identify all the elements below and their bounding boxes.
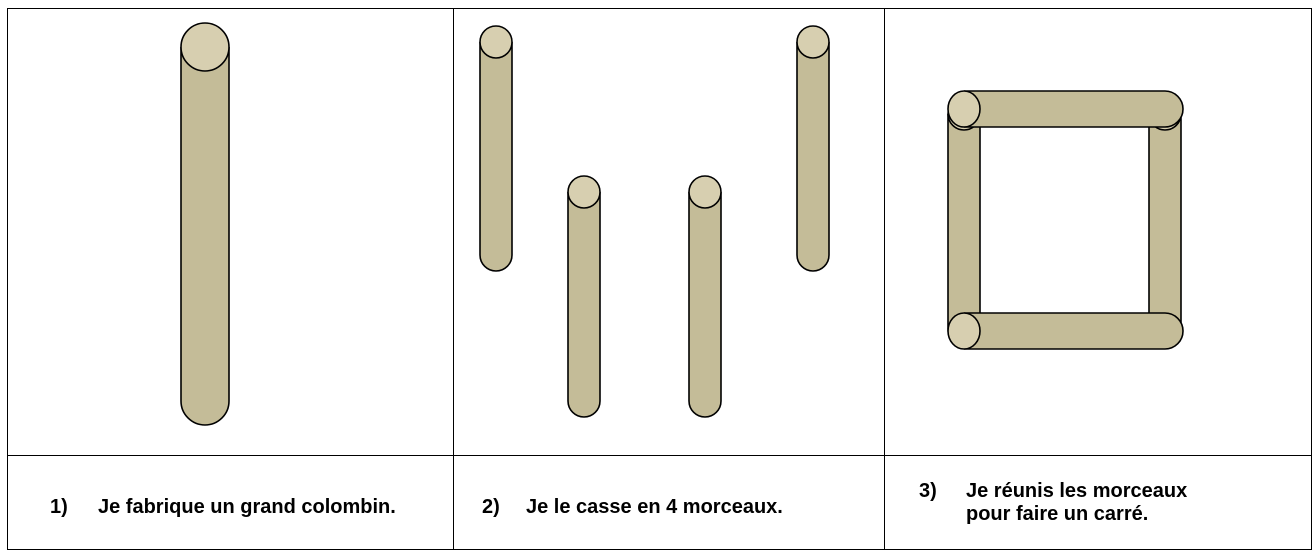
square-top-piece [947, 90, 1184, 128]
caption-cell-2: 2) Je le casse en 4 morceaux. [453, 455, 885, 550]
step-2-number: 2) [482, 496, 500, 518]
square-illustration [947, 90, 1184, 350]
step-2-caption: 2) Je le casse en 4 morceaux. [454, 456, 884, 519]
step-2-text: Je le casse en 4 morceaux. [526, 496, 783, 518]
four-pieces-illustration [479, 25, 830, 418]
step-1-caption: 1) Je fabrique un grand colombin. [8, 456, 453, 519]
piece-4 [796, 25, 830, 272]
square-bottom-piece [947, 312, 1184, 350]
long-coil-top [180, 22, 230, 72]
piece-1 [479, 25, 513, 272]
step-1-number: 1) [50, 496, 68, 518]
illustration-cell-2 [453, 8, 885, 456]
caption-cell-1: 1) Je fabrique un grand colombin. [7, 455, 454, 550]
step-3-number: 3) [919, 480, 937, 502]
illustrations-row [7, 8, 1312, 456]
step-3-text: Je réunis les morceaux pour faire un car… [966, 480, 1188, 525]
piece-2 [567, 175, 601, 418]
illustration-cell-3 [884, 8, 1312, 456]
step-1-text: Je fabrique un grand colombin. [98, 496, 396, 518]
illustration-cell-1 [7, 8, 454, 456]
captions-row: 1) Je fabrique un grand colombin. 2) Je … [7, 455, 1312, 550]
long-coil-illustration [180, 22, 230, 426]
step-3-caption: 3) Je réunis les morceaux pour faire un … [885, 456, 1311, 526]
square-left-piece [947, 97, 981, 346]
piece-3 [688, 175, 722, 418]
steps-table: 1) Je fabrique un grand colombin. 2) Je … [7, 8, 1312, 550]
caption-cell-3: 3) Je réunis les morceaux pour faire un … [884, 455, 1312, 550]
long-coil [180, 47, 230, 426]
square-right-piece [1148, 97, 1182, 346]
